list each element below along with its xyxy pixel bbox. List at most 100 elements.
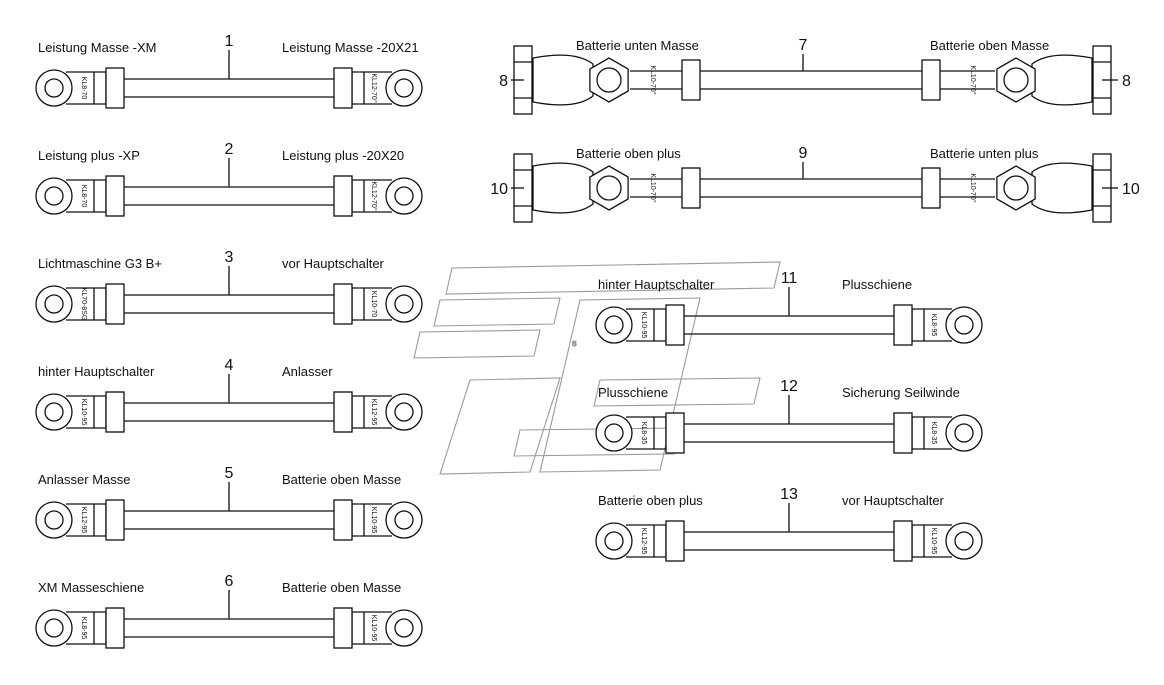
left-terminal-lug: KL8-70 — [35, 175, 125, 217]
cable-number: 11 — [781, 270, 798, 287]
lug-code-label: KL12-70° — [370, 73, 378, 102]
lug-code-label: KL10-95 — [80, 399, 87, 426]
shrink-sleeve — [893, 304, 913, 346]
shrink-sleeve — [105, 175, 125, 217]
lug-hole — [604, 423, 624, 443]
left-label: Batterie oben plus — [576, 146, 681, 161]
right-label: Batterie oben Masse — [282, 472, 401, 487]
right-label: vor Hauptschalter — [282, 256, 385, 271]
lug-hole — [604, 315, 624, 335]
right-terminal-lug: KL10-95 — [333, 607, 423, 649]
left-label: XM Masseschiene — [38, 580, 144, 595]
watermark-bar-6 — [593, 377, 761, 407]
lug-code-label: KL10-95 — [930, 528, 937, 555]
lug-code-label: KL8-35 — [930, 422, 937, 445]
left-label: Anlasser Masse — [38, 472, 130, 487]
shrink-sleeve — [105, 391, 125, 433]
right-code-label: KL10-70° — [969, 173, 977, 202]
right-label: Anlasser — [282, 364, 333, 379]
left-clamp-number: 8 — [499, 73, 508, 90]
left-terminal-lug: KL10-95 — [35, 391, 125, 433]
right-terminal-lug: KL10-95 — [333, 499, 423, 541]
lug-hole — [394, 402, 414, 422]
lug-hole — [604, 531, 624, 551]
cable-5: KL12-95 KL10-95 Anlasser Masse Batterie obe… — [35, 465, 423, 541]
left-label: hinter Hauptschalter — [598, 277, 715, 292]
shrink-sleeve — [665, 304, 685, 346]
terminal-washer — [596, 175, 622, 201]
cable-number: 3 — [225, 249, 234, 266]
right-label: Plusschiene — [842, 277, 912, 292]
left-terminal-lug: KL12-95 — [35, 499, 125, 541]
right-label: Leistung plus -20X20 — [282, 148, 404, 163]
left-terminal-lug: KL10-95 — [595, 304, 685, 346]
shrink-sleeve — [333, 391, 353, 433]
lug-hole — [394, 294, 414, 314]
lug-code-label: KL8-70 — [80, 185, 87, 208]
cable-number: 6 — [225, 573, 234, 590]
left-terminal-lug: KL8-35 — [595, 412, 685, 454]
lug-hole — [954, 423, 974, 443]
shrink-sleeve — [105, 499, 125, 541]
right-terminal-lug: KL12-70° — [333, 175, 423, 217]
right-clamp-number: 10 — [1122, 181, 1140, 198]
cable-number: 4 — [225, 357, 234, 374]
cable-number: 12 — [780, 378, 798, 395]
lug-code-label: KL12-95 — [370, 399, 377, 426]
lug-hole — [394, 510, 414, 530]
watermark-bar-4 — [539, 297, 701, 473]
terminal-washer — [596, 67, 622, 93]
cable-2: KL8-70 KL12-70° Leistung plus -XP Leistung … — [35, 141, 423, 217]
clamp-jaw — [532, 162, 594, 214]
left-label: Leistung plus -XP — [38, 148, 140, 163]
right-terminal-lug: KL10-70 — [333, 283, 423, 325]
lug-code-label: KL8-95 — [80, 617, 87, 640]
watermark-bar-1 — [445, 261, 781, 295]
watermark-bar-5 — [439, 377, 561, 475]
lug-code-label: KL10-95 — [370, 507, 377, 534]
shrink-sleeve — [333, 67, 353, 109]
shrink-sleeve — [893, 412, 913, 454]
terminal-washer — [1003, 67, 1029, 93]
left-terminal-lug: KL70-8SG — [35, 283, 125, 325]
left-clamp-number: 10 — [490, 181, 508, 198]
right-label: Leistung Masse -20X21 — [282, 40, 419, 55]
cable-number: 13 — [780, 486, 798, 503]
lug-code-label: KL10-95 — [640, 312, 647, 339]
left-terminal-lug: KL8-95 — [35, 607, 125, 649]
cable-number: 7 — [799, 37, 808, 54]
lug-hole — [44, 78, 64, 98]
shrink-sleeve — [893, 520, 913, 562]
lug-hole — [954, 531, 974, 551]
left-label: Leistung Masse -XM — [38, 40, 157, 55]
left-code-label: KL10-70° — [649, 65, 657, 94]
shrink-sleeve — [333, 175, 353, 217]
clamp-jaw — [1031, 162, 1093, 214]
right-label: Batterie unten plus — [930, 146, 1039, 161]
lug-hole — [394, 186, 414, 206]
shrink-sleeve — [681, 59, 701, 101]
left-label: Lichtmaschine G3 B+ — [38, 256, 162, 271]
left-label: Batterie unten Masse — [576, 38, 699, 53]
clamp-jaw — [532, 54, 594, 106]
right-terminal-lug: KL8-95 — [893, 304, 983, 346]
lug-code-label: KL12-95 — [80, 507, 87, 534]
right-clamp-number: 8 — [1122, 73, 1131, 90]
lug-hole — [44, 618, 64, 638]
right-battery-clamp — [996, 45, 1112, 115]
right-battery-clamp — [996, 153, 1112, 223]
left-code-label: KL10-70° — [649, 173, 657, 202]
lug-hole — [954, 315, 974, 335]
cable-number: 5 — [225, 465, 234, 482]
right-terminal-lug: KL12-95 — [333, 391, 423, 433]
right-terminal-lug: KL12-70° — [333, 67, 423, 109]
cable-3: KL70-8SG KL10-70 Lichtmaschine G3 B+ vor Ha… — [35, 249, 423, 325]
lug-hole — [394, 618, 414, 638]
